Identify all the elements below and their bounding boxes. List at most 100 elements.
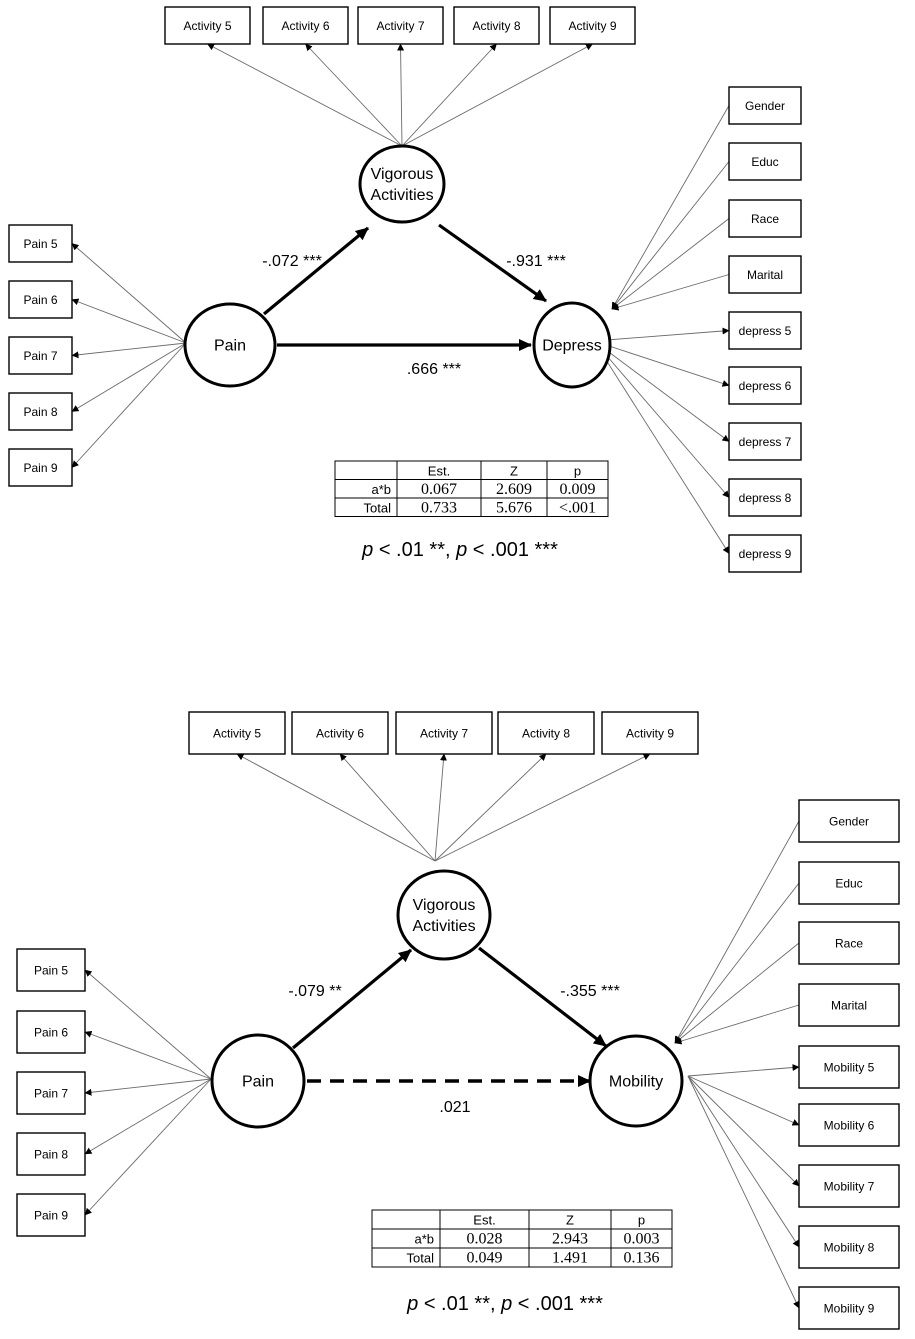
indicator-box-mobility-7: Mobility 7 <box>798 1164 900 1208</box>
table-header-cell: Est. <box>473 1213 495 1228</box>
indicator-box-activity-6: Activity 6 <box>291 711 389 755</box>
path-a-arrow <box>262 226 370 316</box>
indicator-box-depress-9: depress 9 <box>728 534 802 573</box>
indicator-box-pain-6: Pain 6 <box>8 280 73 319</box>
covariate-box-marital-label: Marital <box>831 999 867 1013</box>
table-header-cell: p <box>574 463 581 478</box>
node-predictor: Pain <box>210 1033 306 1129</box>
loading-arrow-mobility-9 <box>687 1075 800 1309</box>
node-predictor-label: Pain <box>214 338 246 355</box>
indicator-box-mobility-8-label: Mobility 8 <box>824 1241 875 1255</box>
covariate-arrow-marital <box>611 274 730 311</box>
loading-arrow-mobility-5 <box>687 1064 800 1077</box>
indicator-box-pain-9: Pain 9 <box>16 1193 86 1237</box>
table-cell: 0.733 <box>421 499 457 516</box>
node-mediator-label: Activities <box>370 187 433 204</box>
table-cell: 2.943 <box>552 1231 588 1248</box>
indicator-box-pain-9: Pain 9 <box>8 448 73 487</box>
coefficient-a: -.079 ** <box>288 983 341 1000</box>
indicator-box-activity-5-label: Activity 5 <box>183 19 231 33</box>
panel-1: Activity 5 Activity 6 Activity 7 Activity 8… <box>8 6 802 573</box>
indicator-box-mobility-7-label: Mobility 7 <box>824 1180 875 1194</box>
indicator-box-pain-6-label: Pain 6 <box>34 1026 68 1040</box>
table-cell: 0.003 <box>624 1231 660 1248</box>
table-header-cell: Est. <box>428 463 450 478</box>
covariate-box-gender: Gender <box>798 799 900 843</box>
indicator-box-activity-8: Activity 8 <box>453 6 540 45</box>
indicator-box-pain-9-label: Pain 9 <box>23 461 57 475</box>
indicator-box-pain-8-label: Pain 8 <box>34 1148 68 1162</box>
covariate-box-gender: Gender <box>728 86 802 125</box>
indicator-box-mobility-6-label: Mobility 6 <box>824 1119 875 1133</box>
loading-arrow-pain-6 <box>84 1030 212 1080</box>
covariate-box-gender-label: Gender <box>745 99 785 113</box>
indicator-box-pain-7-label: Pain 7 <box>34 1087 68 1101</box>
table-row-label: Total <box>364 500 392 515</box>
node-outcome-label: Mobility <box>609 1074 663 1091</box>
loading-arrow-pain-8 <box>71 342 187 412</box>
covariate-box-marital: Marital <box>798 983 900 1027</box>
loading-arrow-activity-8 <box>434 753 547 862</box>
covariate-arrow-marital <box>674 1004 800 1045</box>
loading-arrow-depress-6 <box>593 340 730 387</box>
loading-arrow-activity-5 <box>207 43 403 147</box>
table-header-cell: Z <box>566 1213 574 1228</box>
loading-arrow-depress-9 <box>593 340 730 554</box>
loading-arrow-depress-8 <box>593 340 730 498</box>
table-cell: <.001 <box>559 499 596 516</box>
table-cell: 5.676 <box>496 499 532 516</box>
significance-note: p < .01 **, p < .001 *** <box>361 539 558 561</box>
indicator-box-activity-6-label: Activity 6 <box>281 19 329 33</box>
loading-arrow-pain-5 <box>71 243 187 344</box>
loading-arrow-activity-9 <box>434 753 651 862</box>
node-predictor: Pain <box>183 302 277 388</box>
indicator-box-pain-6-label: Pain 6 <box>23 293 57 307</box>
indicator-box-activity-7: Activity 7 <box>395 711 493 755</box>
indicator-box-activity-5: Activity 5 <box>188 711 286 755</box>
loading-arrow-pain-9 <box>84 1078 212 1216</box>
loading-arrow-activity-9 <box>401 43 593 147</box>
covariate-box-race: Race <box>798 921 900 965</box>
loading-arrow-pain-8 <box>84 1078 212 1155</box>
indicator-box-depress-9-label: depress 9 <box>739 547 792 561</box>
indicator-box-activity-7-label: Activity 7 <box>376 19 424 33</box>
indicator-box-activity-7: Activity 7 <box>357 6 444 45</box>
node-mediator-label: Vigorous <box>371 166 434 183</box>
indicator-box-depress-8-label: depress 8 <box>739 491 792 505</box>
indicator-box-activity-7-label: Activity 7 <box>420 727 468 741</box>
indicator-box-pain-5-label: Pain 5 <box>23 237 57 251</box>
covariate-box-marital-label: Marital <box>747 268 783 282</box>
indicator-box-pain-7-label: Pain 7 <box>23 349 57 363</box>
indicator-box-pain-6: Pain 6 <box>16 1010 86 1054</box>
covariate-box-gender-label: Gender <box>829 815 869 829</box>
indicator-box-activity-8-label: Activity 8 <box>472 19 520 33</box>
table-cell: 0.136 <box>624 1250 660 1267</box>
table-row-label: Total <box>407 1251 435 1266</box>
indicator-box-pain-8: Pain 8 <box>8 392 73 431</box>
indicator-box-activity-6-label: Activity 6 <box>316 727 364 741</box>
loading-arrow-activity-7 <box>397 43 405 147</box>
significance-note: p < .01 **, p < .001 *** <box>406 1293 603 1315</box>
indicator-box-mobility-5: Mobility 5 <box>798 1045 900 1089</box>
node-mediator-label: Activities <box>412 918 475 935</box>
node-outcome: Depress <box>532 301 612 389</box>
covariate-arrow-race <box>611 218 730 310</box>
indicator-box-activity-9-label: Activity 9 <box>626 727 674 741</box>
indicator-box-depress-7-label: depress 7 <box>739 435 792 449</box>
indicator-box-pain-7: Pain 7 <box>8 336 73 375</box>
indicator-box-activity-8-label: Activity 8 <box>522 727 570 741</box>
table-row-label: a*b <box>414 1232 434 1247</box>
covariate-arrow-race <box>674 942 800 1044</box>
covariate-arrow-gender <box>674 820 800 1044</box>
loading-arrow-pain-6 <box>71 298 187 344</box>
loading-arrow-activity-6 <box>305 43 403 147</box>
indicator-box-mobility-9-label: Mobility 9 <box>824 1302 875 1316</box>
loading-arrow-pain-5 <box>84 969 212 1080</box>
loading-arrow-depress-7 <box>593 340 730 442</box>
coefficient-c: .666 *** <box>407 361 461 378</box>
indicator-box-pain-8-label: Pain 8 <box>23 405 57 419</box>
